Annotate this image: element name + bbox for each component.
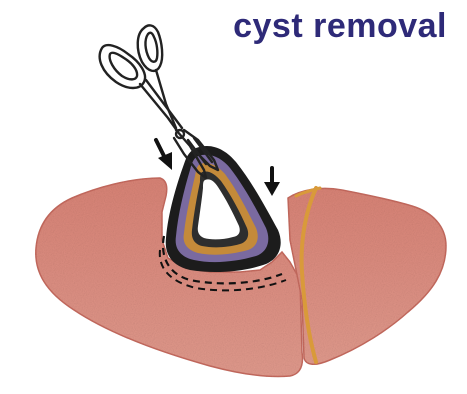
diagram-title: cyst removal xyxy=(233,6,447,46)
scissors-shank-a xyxy=(140,84,178,132)
arrow-down-icon xyxy=(264,168,280,196)
scissors-icon xyxy=(100,25,218,178)
scissors-shank-c xyxy=(146,80,182,128)
scissors-ring-right-inner xyxy=(145,33,157,62)
arrow-down-icon xyxy=(156,140,172,170)
arrow-right-head xyxy=(264,182,280,196)
